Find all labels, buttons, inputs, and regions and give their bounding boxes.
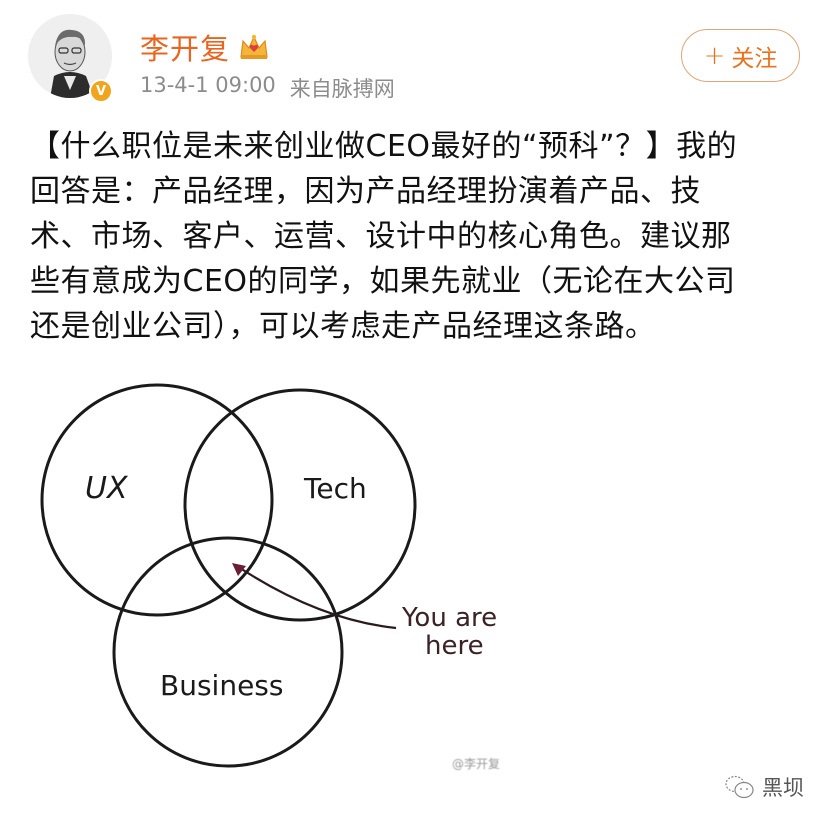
plus-icon: + [703, 40, 726, 71]
post-meta: 13-4-1 09:00 来自脉搏网 [140, 73, 395, 103]
source-label: 黑坝 [762, 776, 804, 800]
post-body-line: 些有意成为CEO的同学，如果先就业（无论在大公司 [30, 264, 736, 299]
annotation-line2: here [425, 631, 484, 661]
annotation-line1: You are [401, 603, 497, 633]
avatar-portrait-icon [28, 14, 112, 98]
avatar[interactable] [28, 14, 112, 98]
post-body-line: 术、市场、客户、运营、设计中的核心角色。建议那 [30, 219, 732, 254]
wechat-icon [725, 775, 754, 799]
follow-label: 关注 [731, 45, 778, 72]
post-body-line: 【什么职位是未来创业做CEO最好的“预科”？】我的 [30, 129, 738, 164]
venn-diagram-image[interactable]: UX Tech Business You are here [0, 370, 828, 820]
image-watermark: @李开复 [452, 757, 501, 771]
verified-badge-icon: V [89, 79, 113, 103]
business-label: Business [160, 669, 283, 702]
post-timestamp: 13-4-1 09:00 [140, 73, 276, 97]
post-body: 【什么职位是未来创业做CEO最好的“预科”？】我的 回答是：产品经理，因为产品经… [30, 124, 802, 349]
post-body-line: 回答是：产品经理，因为产品经理扮演着产品、技 [30, 174, 701, 209]
business-circle [112, 536, 344, 768]
arrow-head-icon [232, 563, 246, 576]
ux-label: UX [85, 471, 129, 506]
vip-crown-icon [238, 33, 270, 61]
author-name[interactable]: 李开复 [140, 32, 231, 66]
follow-button[interactable]: + 关注 [681, 29, 800, 82]
venn-diagram: UX Tech Business You are here [40, 383, 497, 768]
tech-label: Tech [303, 472, 367, 505]
post-body-line: 还是创业公司），可以考虑走产品经理这条路。 [30, 309, 656, 344]
post-source[interactable]: 来自脉搏网 [289, 77, 395, 101]
tech-circle [183, 388, 417, 622]
wechat-source-mark: 黑坝 [724, 772, 804, 802]
author-name-row: 李开复 [140, 26, 270, 68]
ux-circle [40, 383, 274, 617]
you-are-here-arrow [239, 567, 397, 630]
